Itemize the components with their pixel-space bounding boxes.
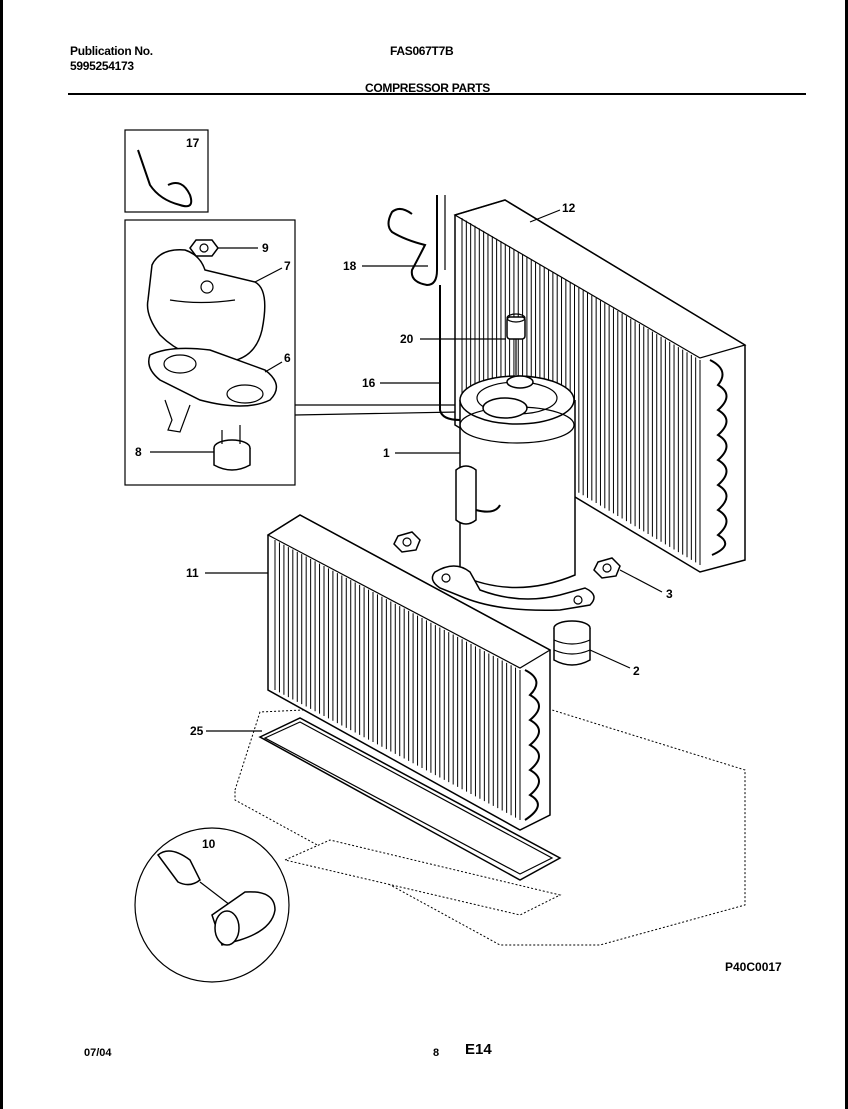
clamp: [156, 850, 201, 886]
publication-label: Publication No.: [70, 44, 153, 58]
figure-code: P40C0017: [725, 960, 782, 974]
clamp-wire: [199, 881, 231, 906]
part-label-6: 6: [284, 351, 291, 365]
part-label-17: 17: [186, 136, 200, 150]
footer-date: 07/04: [84, 1047, 112, 1059]
cover-hole: [200, 280, 214, 294]
part-label-1: 1: [383, 446, 390, 460]
nut-part-3-right: [593, 557, 621, 579]
nut-left-hole: [402, 537, 412, 547]
terminal-cover-part-7: [146, 249, 266, 363]
part-label-20: 20: [400, 332, 414, 346]
grommet-part-2: [553, 628, 591, 666]
inset-box-terminal: [124, 219, 296, 486]
coil-12-top: [453, 199, 747, 359]
model-number: FAS067T7B: [390, 44, 454, 58]
compressor-part-1: [459, 400, 576, 589]
overload-part-8: [213, 448, 251, 471]
gasket-hole-1: [163, 354, 197, 374]
part-label-18: 18: [343, 259, 357, 273]
publication-number: 5995254173: [70, 59, 134, 73]
clip: [164, 399, 191, 433]
part-label-10: 10: [202, 837, 216, 851]
compressor-terminal: [482, 397, 528, 419]
base-pan-recess: [283, 839, 562, 916]
compressor-base: [431, 565, 595, 611]
part-label-12: 12: [562, 201, 576, 215]
nut-part-3-left: [393, 531, 421, 553]
part-label-11: 11: [186, 566, 199, 580]
overload-terminals: [221, 425, 241, 444]
part-label-7: 7: [284, 259, 291, 273]
gasket-hole-2: [226, 384, 264, 404]
tube-part-18: [387, 195, 438, 287]
connector-line: [294, 404, 459, 416]
capacitor-end: [214, 910, 240, 946]
coil-11-top: [266, 514, 552, 669]
footer-section-code: E14: [465, 1041, 492, 1058]
accumulator: [455, 465, 477, 525]
part-label-8: 8: [135, 445, 142, 459]
leader-lines: [150, 209, 663, 732]
header-rule: [68, 93, 806, 95]
part-label-9: 9: [262, 241, 269, 255]
base-hole-1: [441, 573, 451, 583]
plug-top: [506, 313, 526, 323]
tube-part-16: [439, 285, 461, 421]
footer-page: 8: [433, 1047, 440, 1059]
part-label-25: 25: [190, 724, 204, 738]
inset-box-17: [124, 129, 209, 213]
coil-12-tube-bends: [709, 359, 728, 556]
part-label-3: 3: [666, 587, 673, 601]
coil-11-tube-bends: [524, 669, 540, 821]
detail-circle-10: [134, 827, 290, 983]
strip-inner: [263, 721, 554, 875]
nut-hole: [199, 243, 209, 253]
part-label-2: 2: [633, 664, 640, 678]
nut-part-9: [189, 239, 219, 257]
part-label-16: 16: [362, 376, 376, 390]
compressor-port: [506, 375, 534, 389]
coil-11-fins: [274, 540, 521, 820]
base-hole-2: [573, 595, 583, 605]
wire-harness-part: [137, 149, 193, 208]
cover-edge: [169, 299, 236, 304]
strip-part-25: [258, 717, 562, 881]
nut-right-hole: [602, 563, 612, 573]
section-title: COMPRESSOR PARTS: [365, 81, 490, 95]
accumulator-pipe: [475, 504, 501, 513]
gasket-part-6: [148, 347, 278, 407]
grommet-rings: [553, 639, 591, 655]
